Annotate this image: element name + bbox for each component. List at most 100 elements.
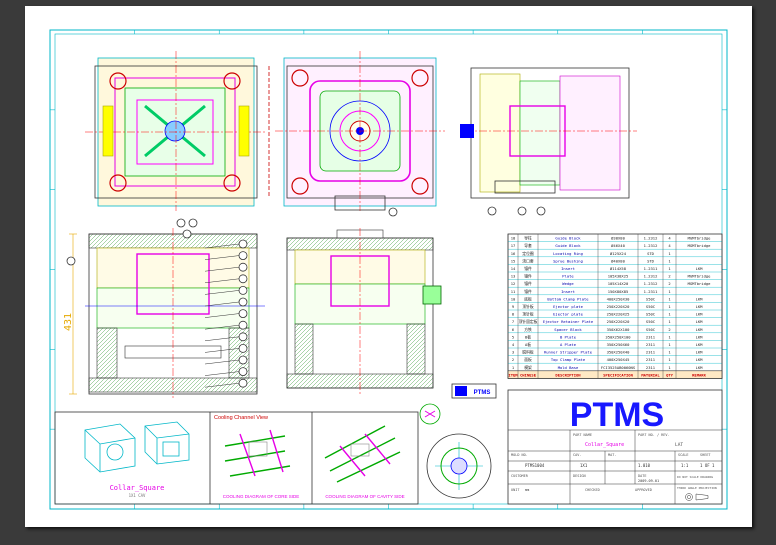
bom-cell: 2 [668, 274, 670, 279]
bom-cell: 1 [668, 312, 671, 317]
bom-cell: STD [647, 251, 655, 256]
bom-cell: B Plate [560, 334, 577, 339]
mold-drawing: 431 PTMS [49, 29, 728, 510]
bom-cell: 2311 [646, 334, 656, 339]
bom-cell: 2 [668, 327, 670, 332]
zone-ticks [50, 30, 727, 509]
bom-cell: A板 [525, 342, 531, 347]
bom-cell: 15 [511, 258, 516, 263]
bom-cell: 1 [668, 258, 671, 263]
item-balloon [238, 332, 248, 342]
bom-cell: 2 [668, 281, 670, 286]
bom-cell: 底板 [524, 296, 532, 301]
bom-cell: 镶件 [524, 281, 532, 286]
bom-cell: 11 [511, 289, 516, 294]
bom-cell: 14 [511, 266, 516, 271]
bom-cell: B板 [525, 334, 531, 339]
bom-cell: 250X220X20 [607, 319, 631, 324]
bom-cell: 1 [668, 289, 671, 294]
part-name-value: Collar_Square [585, 442, 624, 448]
bom-cell: LKM [696, 296, 704, 301]
sheet-label: SHEET [700, 453, 711, 457]
bom-cell: 13 [511, 274, 516, 279]
bom-cell: 1.2311 [644, 266, 658, 271]
bom-cell: 17 [511, 243, 516, 248]
mold-no-value: PTMS1004 [525, 463, 545, 468]
bom-header-cell: REMARK [692, 372, 706, 377]
bom-cell: Ø40X80 [611, 258, 625, 263]
bom-cell: 1 [668, 266, 671, 271]
bom-cell: 2311 [646, 342, 656, 347]
section-view-b [286, 228, 442, 394]
material-label: MAT. [608, 453, 616, 457]
bom-cell: 7 [512, 319, 514, 324]
checked-label: CHECKED [585, 488, 600, 492]
bom-cell: MGMTbridge [688, 281, 712, 286]
unit-label: UNIT [511, 488, 520, 492]
cooling-channel-title: Cooling Channel View [214, 415, 268, 421]
scale-label: SCALE [678, 453, 689, 457]
part-no-value: LAT [675, 442, 683, 448]
bom-cell: 250X220X20 [607, 304, 631, 309]
bom-cell: 面板 [524, 357, 532, 362]
unit-value: mm [525, 488, 529, 492]
part-isometric [84, 421, 190, 473]
bom-cell: 350X62X100 [607, 327, 631, 332]
item-balloon [238, 320, 248, 330]
bom-cell: LKM [696, 334, 704, 339]
cooling-core-caption: COOLING DIAGRAM OF CORE SIDE [223, 494, 300, 499]
bom-cell: 350X250X60 [607, 342, 631, 347]
bom-header-cell: DESCRIPTION [555, 372, 581, 377]
bom-cell: 9 [512, 304, 515, 309]
projection-symbol-icon [685, 493, 709, 501]
bom-cell: 1 [668, 319, 671, 324]
bom-cell: Ejector plate [553, 312, 583, 317]
item-balloon [238, 297, 248, 307]
bom-header-cell: QTY [666, 372, 674, 377]
bom-cell: Guide Block [555, 236, 581, 241]
approved-label: APPROVED [635, 488, 652, 492]
bom-cell: 镶件 [524, 274, 532, 279]
bom-cell: 3 [512, 350, 514, 355]
bom-cell: 105X14X20 [608, 281, 629, 286]
plan-view-cavity [85, 51, 270, 211]
bom-cell: 导套 [524, 243, 532, 248]
bom-cell: S50C [646, 304, 655, 309]
item-balloon [238, 355, 248, 365]
bom-cell: Mold Base [558, 365, 579, 370]
bom-cell: Top Clamp Plate [551, 357, 586, 362]
part-no-label: PART NO. / REV. [638, 433, 670, 437]
bom-cell: 400X250X45 [607, 357, 630, 362]
bom-cell: Ø125X24 [610, 251, 627, 256]
bom-cell: 模架 [524, 365, 532, 370]
bom-cell: 2311 [646, 357, 656, 362]
bom-cell: 2311 [646, 350, 656, 355]
bom-cell: Ø114X58 [610, 266, 627, 271]
bom-cell: 350X250X100 [605, 334, 631, 339]
item-balloon [238, 239, 248, 249]
bom-cell: 1 [512, 365, 515, 370]
bom-cell: Ejector Retainer Plate [543, 319, 594, 324]
bom-cell: 400X250X30 [607, 296, 631, 301]
bom-cell: 1.2312 [644, 281, 658, 286]
bom-cell: 镶件 [524, 266, 532, 271]
bom-header-cell: ITEM [508, 372, 518, 377]
bom-cell: 1.2312 [644, 274, 658, 279]
bom-cell: LKM [696, 266, 704, 271]
overall-height-dimension: 431 [63, 313, 74, 331]
bom-cell: 1 [668, 296, 671, 301]
bom-header-cell: SPECIFICATION [603, 372, 633, 377]
bom-cell: LKM [696, 365, 704, 370]
bom-cell: 定位圈 [522, 251, 534, 256]
bom-cell: 1 [668, 304, 671, 309]
bom-cell: 顶针固定板 [519, 319, 538, 324]
bom-cell: 250X220X25 [607, 312, 630, 317]
item-balloon [238, 378, 248, 388]
item-balloon [238, 309, 248, 319]
bom-cell: Spacer Block [554, 327, 582, 332]
bom-cell: Sprue Bushing [553, 258, 583, 263]
bom-cell: Ø46X40 [611, 243, 625, 248]
bom-cell: A Plate [560, 342, 577, 347]
bom-cell: LKM [696, 327, 704, 332]
bom-header-cell: CHINESE [520, 372, 537, 377]
